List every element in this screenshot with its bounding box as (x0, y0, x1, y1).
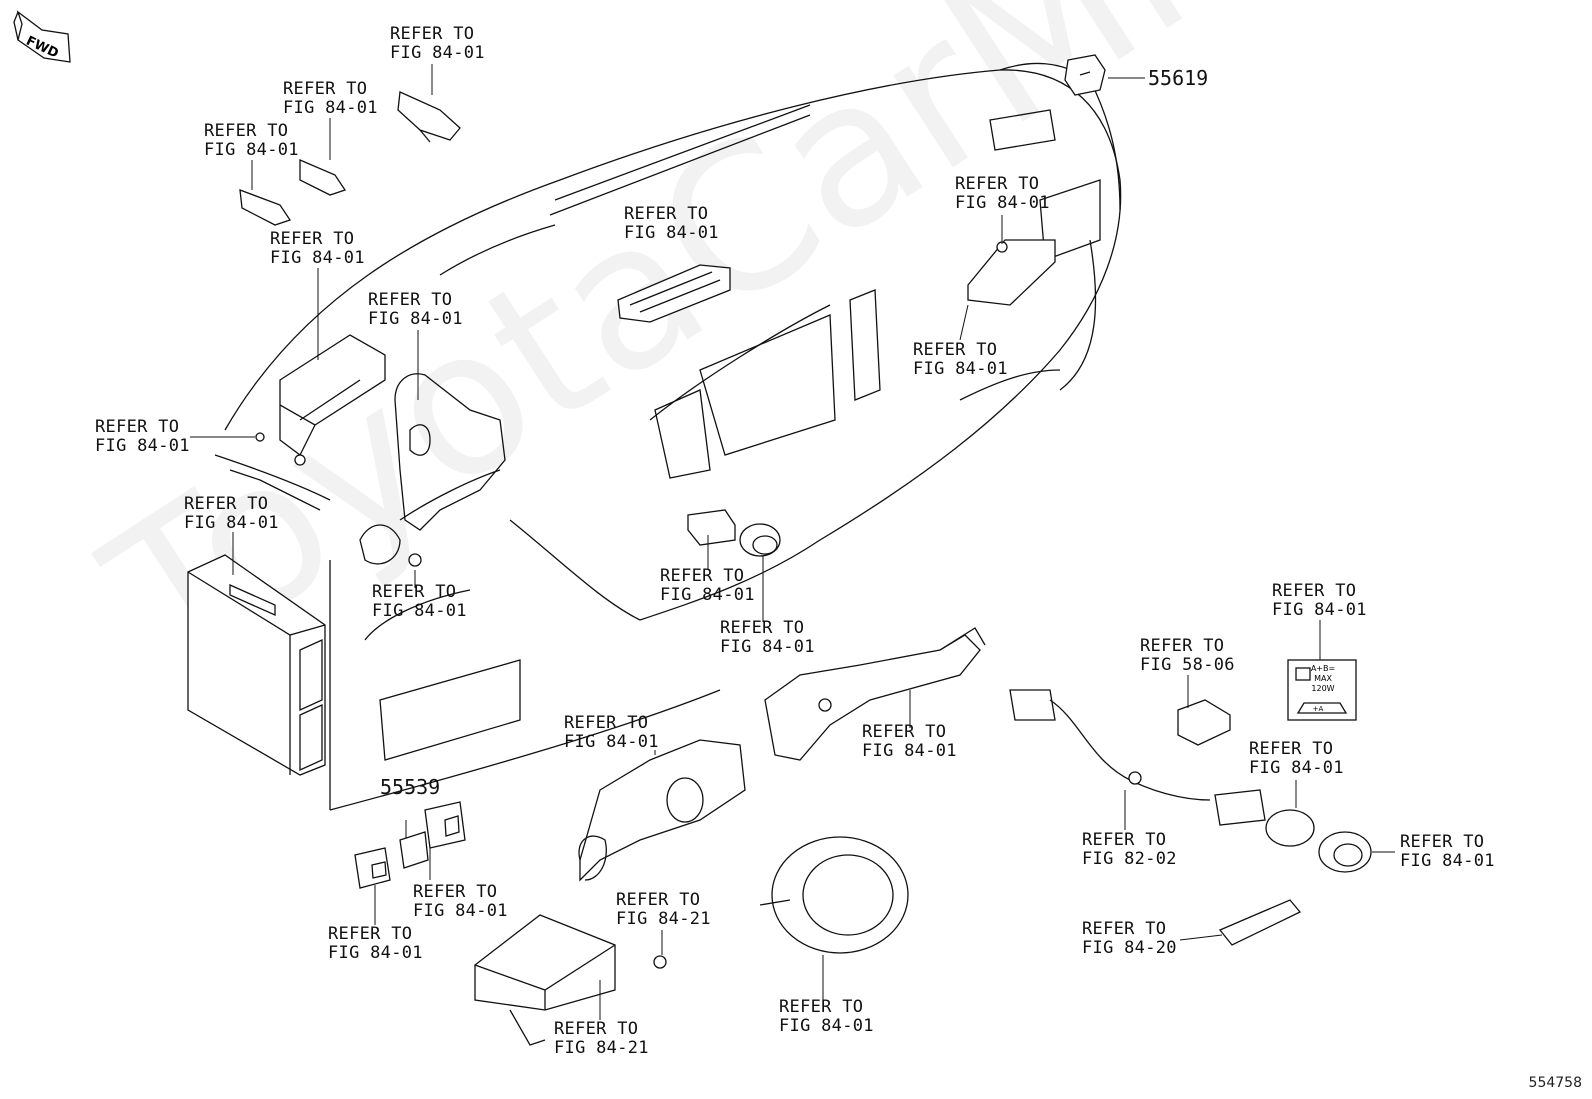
airbag-sensor-assembly (474, 914, 667, 1046)
power-label-line1: A+B= (1311, 664, 1335, 673)
power-outlet-center-icon (687, 509, 781, 557)
power-label-line4: +A (1313, 705, 1324, 713)
body-ecu (187, 554, 326, 776)
wire-harness-right (1009, 689, 1372, 873)
part-number-55619: 55619 (1148, 66, 1209, 90)
switch-left-icon (354, 847, 391, 889)
switch-sensor-upper-icon (299, 159, 347, 196)
spiral-cable (759, 836, 909, 954)
clip-55619-icon (1064, 54, 1106, 96)
diagram-id: 554758 (1528, 1075, 1582, 1091)
power-rating-label: A+B= MAX 120W +A (1287, 659, 1357, 721)
part-number-55539: 55539 (380, 775, 441, 799)
stop-lamp-switch-icon (397, 91, 461, 143)
switch-right-icon (424, 801, 466, 849)
control-module-upper (255, 334, 386, 466)
sensor-84-20-icon (1218, 899, 1302, 946)
switch-sensor-lower-icon (239, 189, 292, 226)
instrument-panel-outline (214, 62, 1122, 811)
power-label-line2: MAX (1314, 674, 1332, 683)
right-module (967, 239, 1056, 306)
center-module (617, 264, 731, 323)
fwd-arrow-icon: FWD (13, 10, 71, 63)
support-bracket (359, 373, 506, 567)
combination-switch-right (764, 627, 986, 761)
switch-55539-icon (399, 831, 429, 869)
combination-switch-left (578, 739, 746, 882)
cover-panel-icon (1177, 699, 1231, 746)
power-label-line3: 120W (1311, 684, 1334, 693)
leader-lines (190, 64, 1395, 1020)
